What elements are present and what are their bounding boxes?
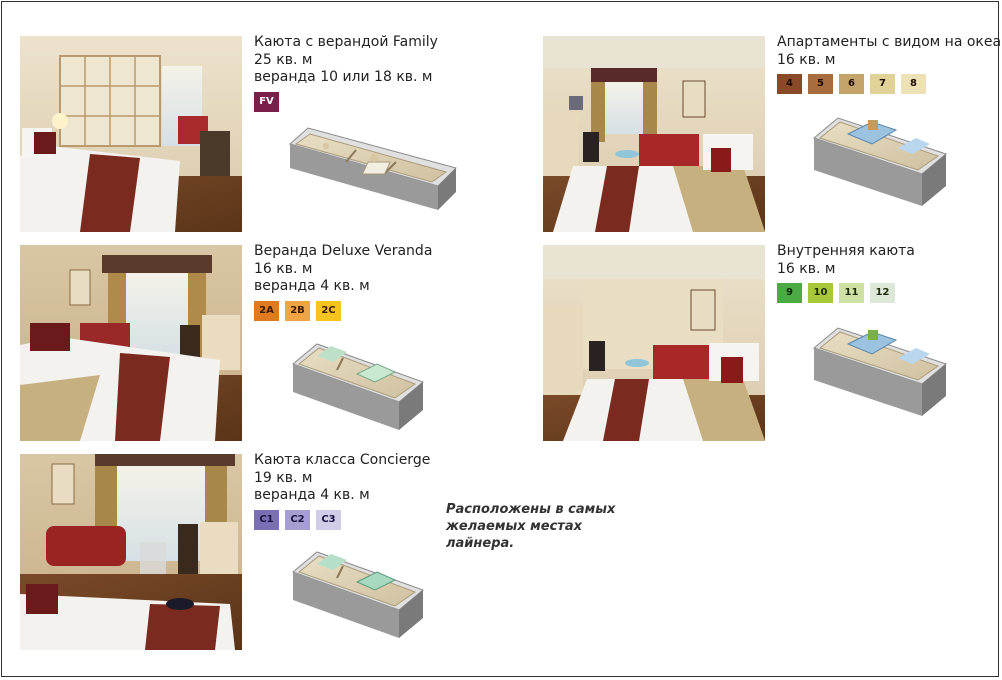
category-badge: 8	[901, 74, 926, 94]
note-text: Расположены в самых желаемых местах лайн…	[446, 502, 616, 551]
cabin-veranda: веранда 4 кв. м	[254, 487, 370, 503]
category-badge: 7	[870, 74, 895, 94]
cabin-area: 19 кв. м	[254, 469, 313, 486]
category-badge: 10	[808, 283, 833, 303]
category-badges: 9 10 11 12	[777, 283, 915, 303]
cabin-title: Внутренняя каюта	[777, 243, 915, 259]
cabin-veranda: веранда 4 кв. м	[254, 278, 370, 294]
floor-plan-concierge	[287, 542, 427, 646]
cabin-info-inside: Внутренняя каюта 16 кв. м 9 10 11 12	[777, 243, 915, 303]
floor-plan-inside	[808, 318, 950, 424]
cabin-photo-deluxe	[20, 245, 242, 441]
cabin-photo-family	[20, 36, 242, 232]
floor-plan-deluxe	[287, 334, 427, 438]
category-badge: 2C	[316, 300, 341, 321]
category-badge: 5	[808, 74, 833, 94]
category-badge: 2B	[285, 300, 310, 321]
cabin-info-concierge: Каюта класса Concierge 19 кв. м веранда …	[254, 452, 430, 530]
category-badge: C3	[316, 509, 341, 530]
category-badge: 9	[777, 283, 802, 303]
cabin-title: Каюта с верандой Family	[254, 34, 438, 50]
cabin-title: Каюта класса Concierge	[254, 452, 431, 468]
category-badge: 11	[839, 283, 864, 303]
cabin-photo-inside	[543, 245, 765, 441]
cabin-info-deluxe: Веранда Deluxe Veranda 16 кв. м веранда …	[254, 243, 432, 321]
cabin-title: Веранда Deluxe Veranda	[254, 243, 433, 259]
category-badges: FV	[254, 91, 438, 112]
category-badges: C1 C2 C3	[254, 509, 430, 530]
category-badge: 4	[777, 74, 802, 94]
category-badges: 4 5 6 7 8	[777, 74, 1002, 94]
category-badge: 6	[839, 74, 864, 94]
cabin-info-oceanview: Апартаменты с видом на океан 16 кв. м 4 …	[777, 34, 1002, 94]
cabin-veranda: веранда 10 или 18 кв. м	[254, 69, 433, 85]
category-badges: 2A 2B 2C	[254, 300, 432, 321]
cabin-area: 16 кв. м	[777, 51, 836, 68]
category-badge: C1	[254, 509, 279, 530]
floor-plan-family	[286, 98, 458, 216]
cabin-area: 16 кв. м	[254, 260, 313, 277]
category-badge: 2A	[254, 300, 279, 321]
category-badge: C2	[285, 509, 310, 530]
cabin-area: 16 кв. м	[777, 260, 836, 277]
cabin-info-family: Каюта с верандой Family 25 кв. м веранда…	[254, 34, 438, 112]
category-badge: FV	[254, 91, 279, 112]
cabin-title: Апартаменты с видом на океан	[777, 34, 1002, 50]
cabin-area: 25 кв. м	[254, 51, 313, 68]
category-badge: 12	[870, 283, 895, 303]
cabin-photo-concierge	[20, 454, 242, 650]
cabin-photo-oceanview	[543, 36, 765, 232]
floor-plan-oceanview	[808, 108, 950, 214]
